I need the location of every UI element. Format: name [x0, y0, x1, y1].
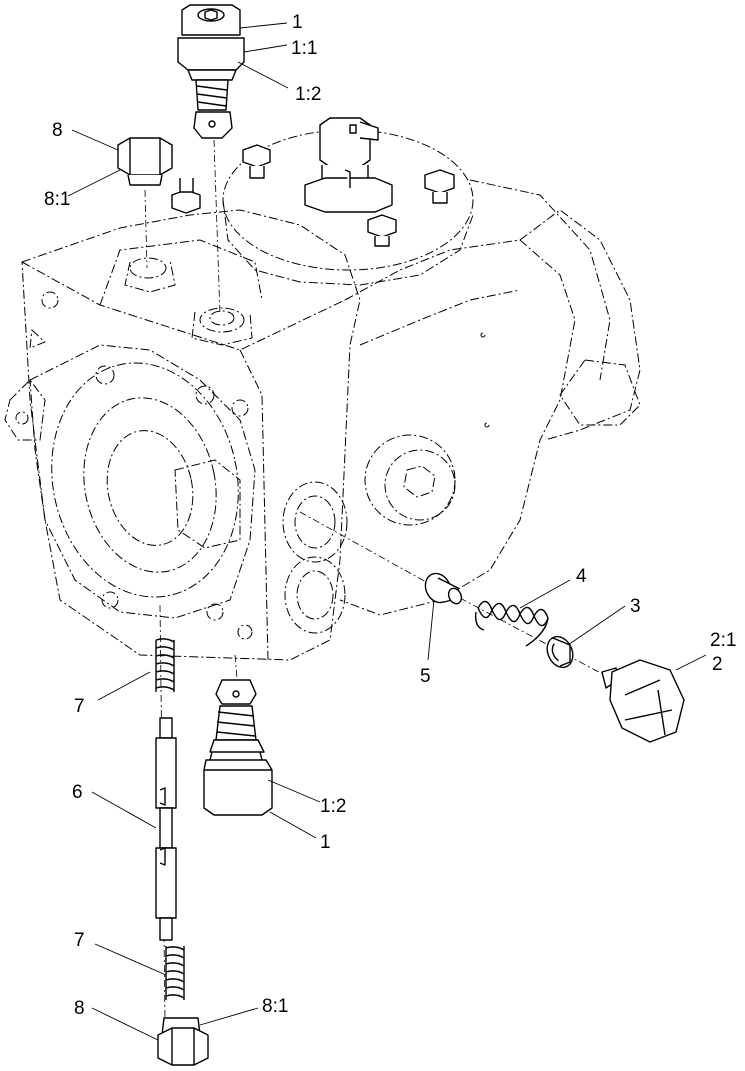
assembly-centerlines	[144, 139, 611, 1021]
callout-labels: 1 1:1 1:2 8 8:1 4 3 2:1 2 5 7 6 1:2 1 7 …	[44, 12, 736, 1019]
pump-housing	[4, 129, 641, 661]
shuttle-spool	[155, 717, 177, 941]
plug-top	[117, 137, 173, 186]
leader-lines	[67, 22, 707, 1041]
poppet-seat	[424, 572, 463, 605]
callout-8-1-top: 8:1	[44, 189, 70, 210]
callout-1-2-top: 1:2	[295, 84, 321, 105]
plug-side	[601, 659, 685, 743]
callout-8-bottom: 8	[74, 998, 85, 1019]
relief-spring	[474, 600, 549, 647]
callout-7-upper: 7	[74, 696, 85, 717]
cartridge-valve-top	[177, 4, 245, 139]
washer	[546, 635, 574, 669]
shuttle-spring-lower	[165, 946, 185, 1000]
drive-shaft	[304, 117, 393, 213]
callout-1-2-bottom: 1:2	[320, 796, 346, 817]
callout-8-top: 8	[52, 120, 63, 141]
callout-6: 6	[72, 782, 83, 803]
callout-3: 3	[630, 596, 641, 617]
cartridge-valve-bottom	[203, 679, 273, 816]
callout-8-1-bottom: 8:1	[262, 996, 288, 1017]
callout-2: 2	[712, 654, 723, 675]
callout-1-top: 1	[292, 12, 303, 33]
callout-1-bottom: 1	[320, 832, 331, 853]
callout-2-1: 2:1	[710, 630, 736, 651]
shuttle-spring-upper	[155, 638, 175, 692]
callout-4: 4	[576, 566, 587, 587]
plug-bottom	[157, 1017, 209, 1066]
callout-5: 5	[420, 666, 431, 687]
callout-1-1-top: 1:1	[291, 38, 317, 59]
top-cover-bolts	[171, 144, 455, 247]
callout-7-lower: 7	[74, 930, 85, 951]
